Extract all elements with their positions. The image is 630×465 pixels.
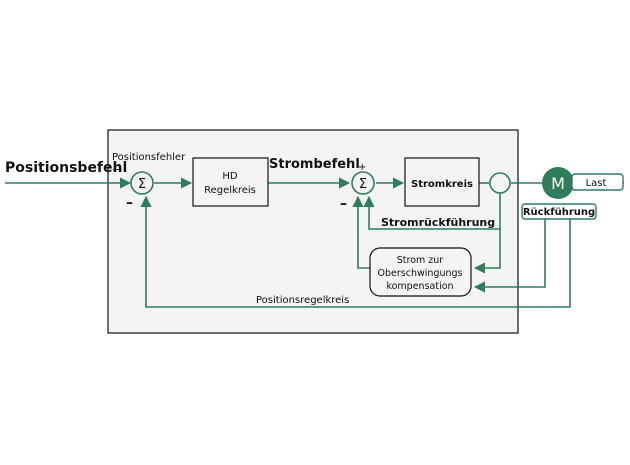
load-box <box>571 173 624 191</box>
hd-controller-block <box>192 157 269 207</box>
compensation-label-line2: Oberschwingungs <box>378 268 463 279</box>
current-loop-block <box>404 157 480 207</box>
summing-junction-current <box>351 171 375 195</box>
sign-minus-bottom: – <box>126 195 133 211</box>
hd-label-line2: Regelkreis <box>204 185 256 196</box>
feedback-label: Rückführung <box>523 207 595 218</box>
current-to-compensation-line <box>473 229 501 274</box>
feedback-to-compensation-line <box>473 219 546 293</box>
position-command-label: Positionsbefehl <box>5 160 127 176</box>
harmonic-compensation-block <box>369 247 472 297</box>
summing-junction-position <box>130 171 154 195</box>
position-loop-label: Positionsregelkreis <box>256 295 349 306</box>
position-feedback-line <box>140 195 571 308</box>
current-loop-label: Stromkreis <box>411 179 473 190</box>
current-feedback-label: Stromrückführung <box>381 216 495 229</box>
compensation-label-line1: Strom zur <box>397 255 444 266</box>
motor-label: M <box>551 174 565 193</box>
sign-minus-current: – <box>340 196 347 212</box>
current-feedback-line <box>363 193 501 230</box>
compensation-label-line3: kompensation <box>386 281 453 292</box>
feedback-box <box>521 203 597 220</box>
motor-icon <box>542 167 574 199</box>
load-label: Last <box>586 178 607 189</box>
hd-label-line1: HD <box>222 171 238 182</box>
sign-minus-top: − <box>112 163 121 176</box>
sum-symbol: Σ <box>359 177 367 192</box>
current-command-label: Strombefehl <box>269 157 360 172</box>
sum-symbol: Σ <box>138 177 146 192</box>
compensation-output-line <box>352 195 370 269</box>
current-sensor <box>489 172 511 194</box>
sign-plus: + <box>358 162 366 173</box>
position-error-label: Positionsfehler <box>112 152 186 163</box>
